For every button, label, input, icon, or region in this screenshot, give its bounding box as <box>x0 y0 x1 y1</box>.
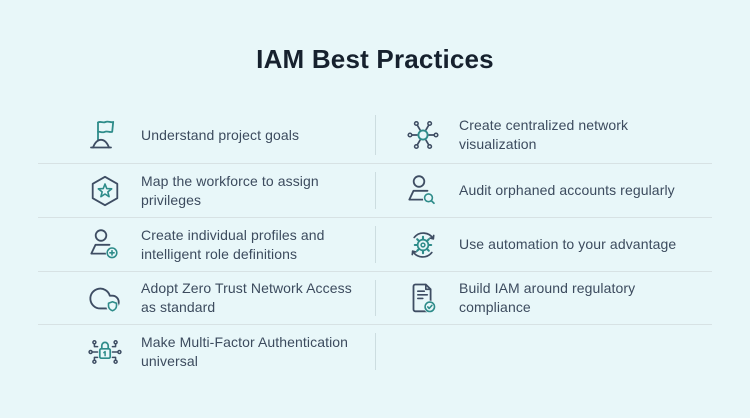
column-divider <box>375 172 376 209</box>
mfa-lock-icon <box>85 332 125 372</box>
doc-check-icon <box>403 278 443 318</box>
flag-icon <box>85 115 125 155</box>
practice-item-empty <box>375 325 712 378</box>
column-divider <box>375 115 376 155</box>
practice-item-understand-goals: Understand project goals <box>38 107 375 163</box>
user-search-icon <box>403 171 443 211</box>
practice-item-regulatory-compliance: Build IAM around regulatory compliance <box>375 272 712 324</box>
practice-label: Create individual profiles and intellige… <box>141 226 325 262</box>
practice-label: Audit orphaned accounts regularly <box>459 182 675 198</box>
cloud-shield-icon <box>85 278 125 318</box>
practice-row: Create individual profiles and intellige… <box>38 217 712 271</box>
user-add-icon <box>85 225 125 265</box>
practice-item-audit-accounts: Audit orphaned accounts regularly <box>375 164 712 217</box>
practice-item-map-workforce: Map the workforce to assign privileges <box>38 164 375 217</box>
practice-label: Create centralized network visualization <box>459 117 629 152</box>
column-divider <box>375 226 376 263</box>
practice-item-individual-profiles: Create individual profiles and intellige… <box>38 218 375 271</box>
practice-item-mfa-universal: Make Multi-Factor Authentication univers… <box>38 325 375 378</box>
practice-label: Understand project goals <box>141 126 300 143</box>
network-hub-icon <box>403 115 443 155</box>
hexagon-star-icon <box>85 171 125 211</box>
automation-gear-icon <box>403 225 443 265</box>
practice-row: Understand project goals Create centrali… <box>38 107 712 163</box>
practice-row: Map the workforce to assign privileges A… <box>38 163 712 217</box>
page-title: IAM Best Practices <box>256 44 494 74</box>
practice-row: Adopt Zero Trust Network Access as stand… <box>38 271 712 324</box>
practice-label: Adopt Zero Trust Network Access as stand… <box>141 280 352 315</box>
practices-grid: Understand project goals Create centrali… <box>38 107 712 378</box>
practice-label: Make Multi-Factor Authentication univers… <box>141 333 349 369</box>
practice-item-use-automation: Use automation to your advantage <box>375 218 712 271</box>
practice-label: Map the workforce to assign privileges <box>141 172 319 208</box>
column-divider <box>375 333 376 370</box>
practice-row: Make Multi-Factor Authentication univers… <box>38 324 712 378</box>
practice-item-network-visualization: Create centralized network visualization <box>375 107 712 163</box>
practice-label: Build IAM around regulatory compliance <box>459 280 636 315</box>
practice-item-zero-trust: Adopt Zero Trust Network Access as stand… <box>38 272 375 324</box>
practice-label: Use automation to your advantage <box>459 236 677 252</box>
column-divider <box>375 280 376 316</box>
